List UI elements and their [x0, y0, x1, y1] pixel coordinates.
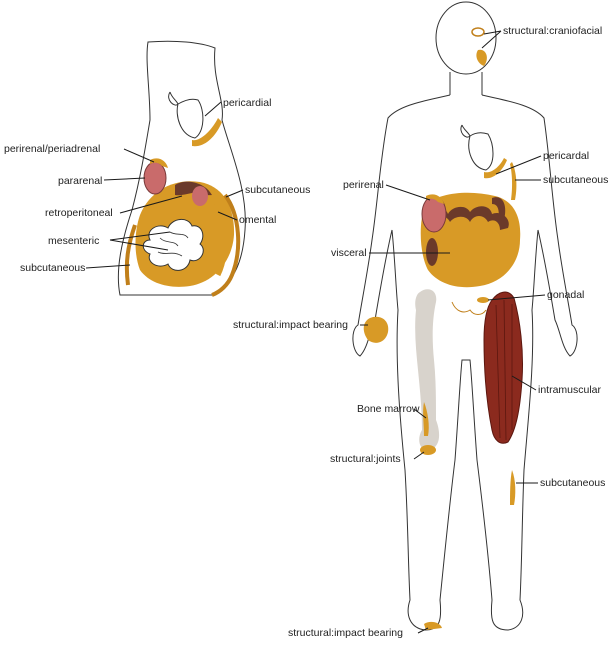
label-perirenal: perirenal	[343, 179, 384, 191]
label-pericardial-left: pericardial	[223, 97, 271, 109]
label-omental: omental	[239, 214, 276, 226]
label-subcutaneous-arm: subcutaneous	[543, 174, 608, 186]
hand-impact-fat	[364, 317, 389, 343]
label-bone-marrow: Bone marrow	[357, 403, 420, 415]
label-subcutaneous-leg: subcutaneous	[540, 477, 605, 489]
heart-shape	[169, 92, 203, 138]
gonadal-fat	[477, 297, 489, 303]
heart-shape-body	[461, 125, 493, 170]
left-colon-dark	[426, 238, 438, 266]
label-visceral: visceral	[331, 247, 367, 259]
pericardial-fat-body	[484, 158, 507, 178]
label-subcutaneous-left: subcutaneous	[20, 262, 85, 274]
torso-cross-section	[118, 41, 245, 295]
label-impact-foot: structural:impact bearing	[288, 627, 403, 639]
leg-subcutaneous-fat	[510, 470, 515, 505]
neck-outline	[450, 72, 482, 95]
head-outline	[436, 2, 496, 74]
label-perirenal-periadrenal: perirenal/periadrenal	[4, 143, 100, 155]
human-body	[353, 2, 577, 630]
kidney-shape	[144, 162, 166, 194]
craniofacial-fat	[476, 50, 486, 66]
label-mesenteric: mesenteric	[48, 235, 99, 247]
left-subcutaneous-fat	[127, 225, 135, 285]
thigh-muscle	[484, 292, 523, 443]
pericardial-fat	[192, 118, 222, 146]
label-pericardial-body: pericardal	[543, 150, 589, 162]
label-craniofacial: structural:craniofacial	[503, 25, 602, 37]
label-gonadal: gonadal	[547, 289, 584, 301]
label-impact-hand: structural:impact bearing	[233, 319, 348, 331]
eye-socket	[472, 28, 484, 36]
label-joints: structural:joints	[330, 453, 401, 465]
label-pararenal: pararenal	[58, 175, 102, 187]
label-retroperitoneal: retroperitoneal	[45, 207, 113, 219]
pelvis-outline	[452, 302, 486, 315]
retroperitoneal-fat	[192, 186, 208, 206]
label-subcutaneous-right: subcutaneous	[245, 184, 310, 196]
label-intramuscular: intramuscular	[538, 384, 602, 396]
